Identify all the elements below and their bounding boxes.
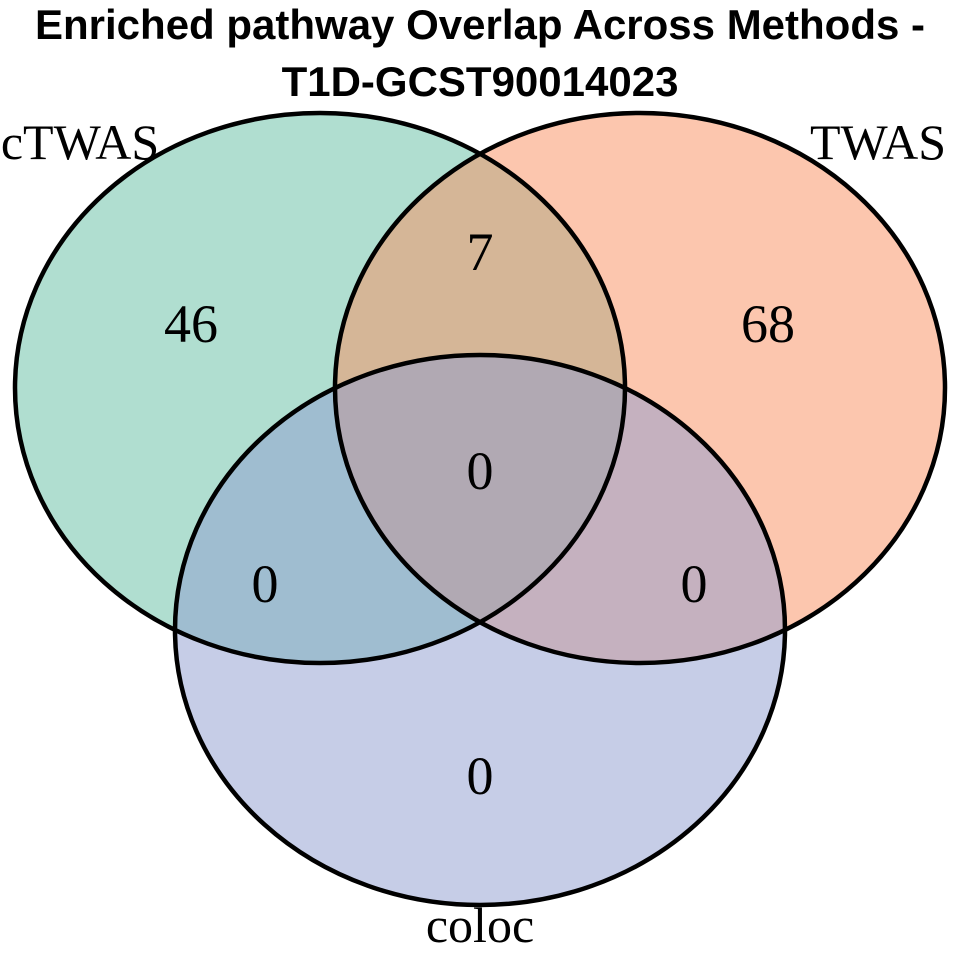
chart-title: Enriched pathway Overlap Across Methods … xyxy=(0,0,960,110)
count-twas-only: 68 xyxy=(741,294,795,354)
count-twas-coloc: 0 xyxy=(681,554,708,614)
venn-set-labels: cTWAS TWAS coloc xyxy=(1,114,946,953)
count-all-three: 0 xyxy=(467,441,494,501)
venn-outlines xyxy=(12,110,948,908)
label-twas: TWAS xyxy=(810,114,946,170)
label-ctwas: cTWAS xyxy=(1,114,159,170)
count-ctwas-coloc: 0 xyxy=(252,554,279,614)
count-ctwas-only: 46 xyxy=(164,294,218,354)
chart-title-line1: Enriched pathway Overlap Across Methods … xyxy=(35,1,925,48)
label-coloc: coloc xyxy=(426,897,534,953)
venn-region-counts: 46 68 7 0 0 0 0 xyxy=(164,222,795,806)
count-ctwas-twas: 7 xyxy=(467,222,494,282)
coloc-circle-fill xyxy=(175,355,785,905)
chart-title-line2: T1D-GCST90014023 xyxy=(281,58,679,105)
coloc-circle-outline xyxy=(172,352,788,908)
count-coloc-only: 0 xyxy=(467,746,494,806)
venn-fills xyxy=(15,113,945,905)
